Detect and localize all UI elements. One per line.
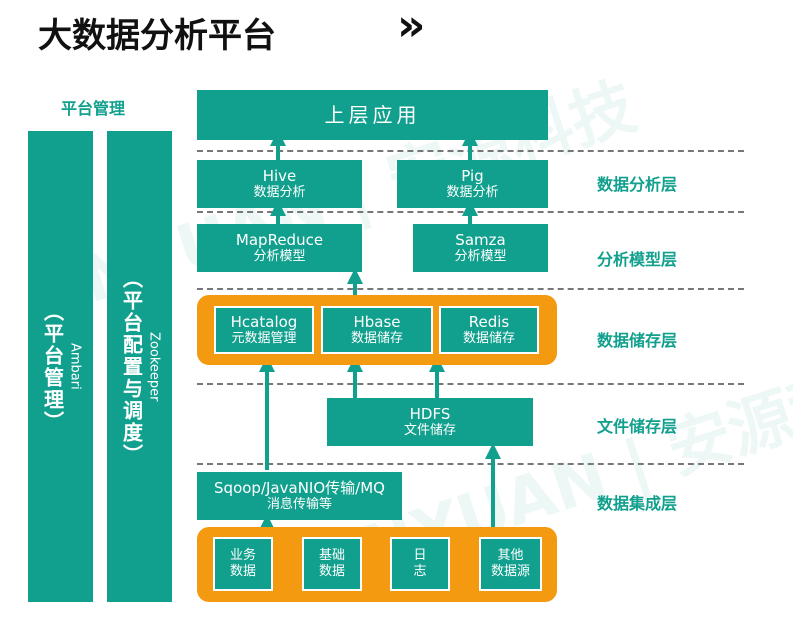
mapreduce-box: MapReduce 分析模型 — [197, 224, 362, 272]
hive-name: Hive — [262, 166, 297, 185]
layer-divider — [197, 383, 744, 385]
sqoop-name: Sqoop/JavaNIO传输/MQ — [214, 478, 385, 497]
page-title: 大数据分析平台 — [38, 16, 276, 56]
layer-label-model: 分析模型层 — [597, 250, 678, 269]
source-other-data: 其他 数据源 — [479, 537, 542, 591]
zookeeper-desc: （平台配置与调度） — [119, 267, 144, 466]
source-basic-data: 基础 数据 — [302, 537, 362, 591]
samza-box: Samza 分析模型 — [413, 224, 548, 272]
hbase-box: Hbase 数据储存 — [321, 306, 433, 354]
ambari-desc: （平台管理） — [40, 300, 65, 433]
hive-desc: 数据分析 — [253, 185, 306, 201]
pig-name: Pig — [461, 166, 484, 185]
samza-name: Samza — [455, 230, 506, 249]
sqoop-desc: 消息传输等 — [266, 497, 332, 513]
top-app-label: 上层应用 — [324, 102, 421, 127]
source-logs: 日 志 — [390, 537, 450, 591]
hdfs-name: HDFS — [409, 404, 451, 423]
layer-divider — [197, 463, 744, 465]
samza-desc: 分析模型 — [454, 249, 507, 265]
hbase-desc: 数据储存 — [350, 331, 403, 347]
mapreduce-desc: 分析模型 — [253, 249, 306, 265]
hdfs-box: HDFS 文件储存 — [327, 398, 533, 446]
hcatalog-box: Hcatalog 元数据管理 — [214, 306, 314, 354]
redis-box: Redis 数据储存 — [439, 306, 539, 354]
source-line1: 业务 — [229, 547, 256, 563]
hcatalog-desc: 元数据管理 — [231, 331, 297, 347]
source-line2: 志 — [413, 564, 427, 579]
zookeeper-name: Zookeeper — [146, 331, 162, 402]
hdfs-desc: 文件储存 — [403, 423, 456, 439]
layer-label-integration: 数据集成层 — [597, 494, 678, 513]
layer-label-file-storage: 文件储存层 — [597, 417, 678, 436]
hive-box: Hive 数据分析 — [197, 160, 362, 208]
pig-box: Pig 数据分析 — [397, 160, 548, 208]
layer-label-storage: 数据储存层 — [597, 331, 678, 350]
sqoop-box: Sqoop/JavaNIO传输/MQ 消息传输等 — [197, 472, 402, 520]
top-app-box: 上层应用 — [197, 90, 548, 140]
source-line2: 数据源 — [490, 564, 530, 579]
source-line2: 数据 — [318, 564, 345, 579]
source-line1: 其他 — [497, 547, 524, 563]
zookeeper-column: Zookeeper （平台配置与调度） — [107, 131, 172, 602]
pig-desc: 数据分析 — [446, 185, 499, 201]
layer-divider — [197, 288, 744, 290]
ambari-column: Ambari （平台管理） — [28, 131, 93, 602]
redis-desc: 数据储存 — [462, 331, 515, 347]
double-chevron-icon: » — [397, 0, 426, 51]
source-line1: 基础 — [318, 547, 345, 563]
redis-name: Redis — [468, 312, 510, 331]
source-line1: 日 — [413, 547, 427, 563]
ambari-name: Ambari — [67, 343, 83, 390]
hcatalog-name: Hcatalog — [230, 312, 298, 331]
hbase-name: Hbase — [353, 312, 401, 331]
platform-mgmt-label: 平台管理 — [61, 99, 126, 118]
layer-label-analysis: 数据分析层 — [597, 175, 678, 194]
mapreduce-name: MapReduce — [235, 230, 324, 249]
source-line2: 数据 — [229, 564, 256, 579]
source-business-data: 业务 数据 — [213, 537, 273, 591]
